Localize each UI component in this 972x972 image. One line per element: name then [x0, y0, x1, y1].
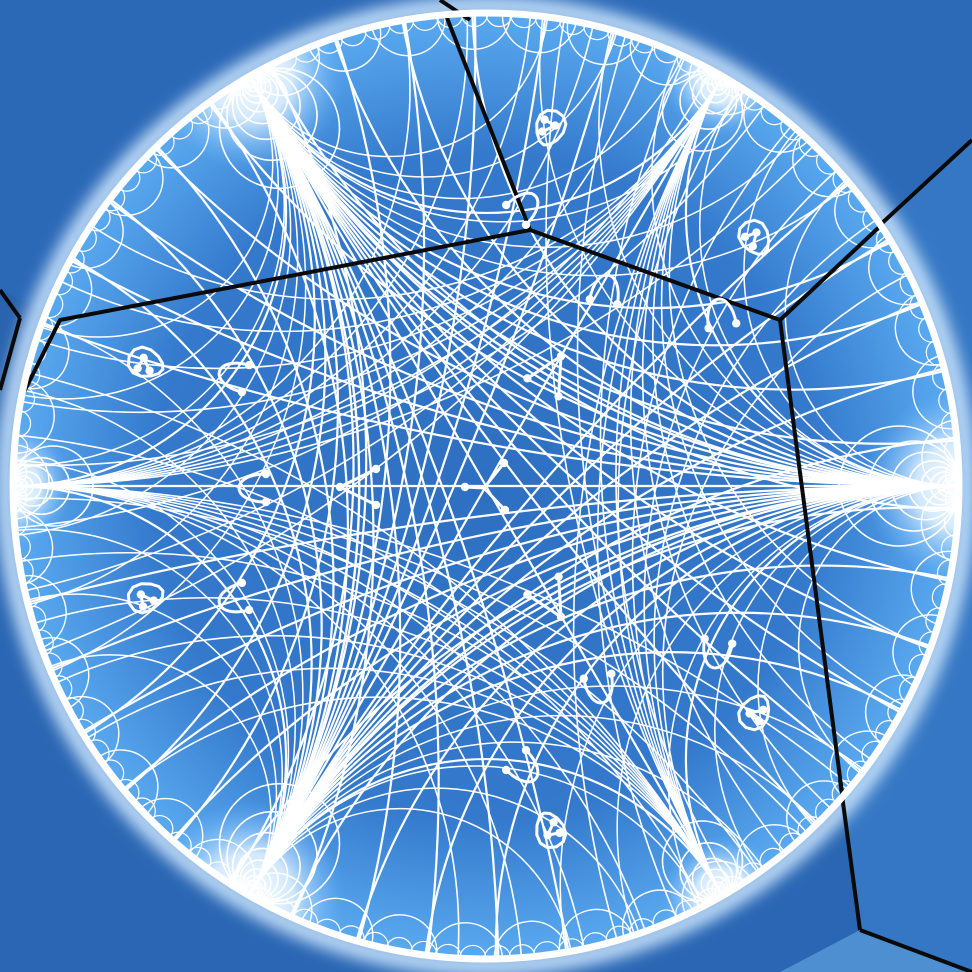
tree-vertex	[245, 361, 253, 369]
tree-vertex	[580, 674, 588, 682]
tree-vertex	[522, 746, 530, 754]
tree-vertex	[613, 300, 621, 308]
tree-vertex	[728, 639, 736, 647]
tree-vertex	[500, 459, 508, 467]
tree-vertex	[741, 233, 749, 241]
tree-vertex	[554, 572, 562, 580]
tree-vertex	[586, 295, 594, 303]
tree-vertex	[461, 483, 469, 491]
tree-vertex	[262, 498, 270, 506]
tree-vertex	[245, 606, 253, 614]
tree-vertex	[501, 506, 509, 514]
tree-vertex	[139, 354, 147, 362]
tree-vertex	[555, 829, 563, 837]
tree-vertex	[700, 635, 708, 643]
tree-vertex	[554, 392, 562, 400]
tree-vertex	[540, 115, 548, 123]
tree-vertex	[336, 483, 344, 491]
tree-vertex	[502, 766, 510, 774]
tree-vertex	[745, 709, 753, 717]
tree-vertex	[523, 374, 531, 382]
tree-vertex	[372, 501, 380, 509]
tree-vertex	[732, 319, 740, 327]
tree-vertex	[262, 470, 270, 478]
tree-vertex	[607, 670, 615, 678]
tree-vertex	[551, 121, 559, 129]
tree-vertex	[549, 818, 557, 826]
tree-vertex	[372, 465, 380, 473]
tree-vertex	[149, 596, 157, 604]
tree-vertex	[543, 831, 551, 839]
tree-vertex	[557, 352, 565, 360]
tree-vertex	[145, 366, 153, 374]
tree-vertex	[137, 590, 145, 598]
tree-vertex	[538, 127, 546, 135]
tree-vertex	[704, 324, 712, 332]
tree-vertex	[749, 242, 757, 250]
tree-vertex	[759, 706, 767, 714]
tree-vertex	[238, 388, 246, 396]
tree-vertex	[139, 602, 147, 610]
tree-vertex	[133, 364, 141, 372]
tree-vertex	[522, 221, 530, 229]
tree-vertex	[238, 579, 246, 587]
tree-vertex	[752, 228, 760, 236]
tree-vertex	[502, 201, 510, 209]
tree-vertex	[523, 590, 531, 598]
tree-vertex	[557, 613, 565, 621]
tree-vertex	[755, 717, 763, 725]
